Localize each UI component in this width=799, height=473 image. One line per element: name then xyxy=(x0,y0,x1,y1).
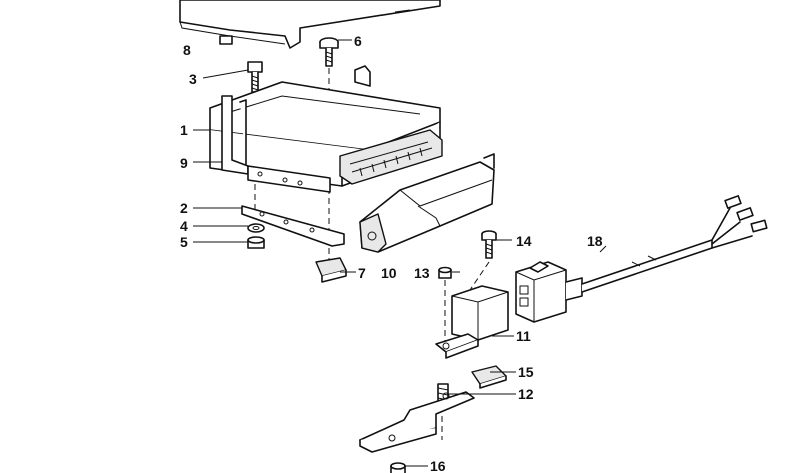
leader-lines xyxy=(193,39,607,467)
callout-14: 14 xyxy=(516,233,532,249)
callout-9: 9 xyxy=(180,155,188,171)
callout-5: 5 xyxy=(180,234,188,250)
part-10-wiring-plug xyxy=(359,153,495,253)
part-15-clip xyxy=(471,365,507,389)
part-6-screw xyxy=(319,37,339,67)
part-16-screw xyxy=(390,462,406,473)
callout-13: 13 xyxy=(414,265,430,281)
callout-1: 1 xyxy=(180,122,188,138)
callout-11: 11 xyxy=(516,328,531,344)
part-3-bolt xyxy=(247,61,263,93)
callout-15: 15 xyxy=(518,364,534,380)
callout-8: 8 xyxy=(183,42,191,58)
callout-6: 6 xyxy=(354,33,362,49)
callout-18: 18 xyxy=(587,233,603,249)
part-11-relay xyxy=(435,285,509,359)
callout-2: 2 xyxy=(180,200,188,216)
part-2-mounting-strip xyxy=(241,205,345,247)
part-7-clip-nut xyxy=(315,257,347,283)
part-5-nut xyxy=(247,236,265,249)
callout-3: 3 xyxy=(189,71,197,87)
part-13-nut xyxy=(438,266,452,279)
callout-7: 7 xyxy=(358,265,366,281)
part-9-bracket xyxy=(221,95,331,193)
part-4-washer xyxy=(247,223,265,233)
part-8-cover-plate xyxy=(179,0,441,49)
callout-16: 16 xyxy=(430,458,446,473)
part-14-screw xyxy=(481,230,497,259)
part-18-connector-cable xyxy=(515,195,768,323)
alignment-line-14 xyxy=(469,261,490,291)
callout-10: 10 xyxy=(381,265,397,281)
callout-12: 12 xyxy=(518,386,534,402)
callout-4: 4 xyxy=(180,218,188,234)
